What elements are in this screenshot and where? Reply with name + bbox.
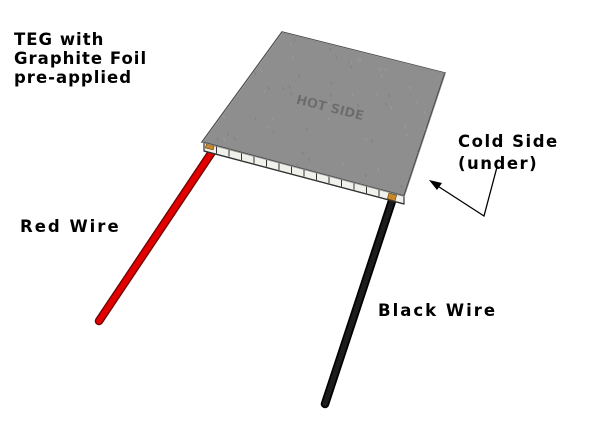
title-line-2: Graphite Foil bbox=[14, 49, 148, 68]
foil-speck bbox=[291, 55, 294, 60]
foil-speck bbox=[296, 162, 299, 167]
red-wire bbox=[94, 141, 221, 326]
foil-speck bbox=[301, 151, 304, 155]
foil-speck bbox=[409, 86, 412, 90]
foil-speck bbox=[267, 125, 270, 129]
foil-speck bbox=[376, 167, 380, 172]
cold-side-line-1: Cold Side bbox=[458, 132, 559, 151]
foil-speck bbox=[390, 105, 393, 110]
foil-speck bbox=[216, 137, 219, 142]
foil-speck bbox=[416, 150, 419, 154]
black-wire bbox=[320, 196, 397, 409]
foil-speck bbox=[233, 137, 236, 141]
foil-speck bbox=[329, 47, 332, 51]
foil-speck bbox=[254, 117, 257, 121]
foil-speck bbox=[335, 103, 339, 107]
foil-speck bbox=[400, 185, 403, 189]
foil-speck bbox=[329, 93, 332, 97]
foil-speck bbox=[378, 67, 381, 71]
foil-speck bbox=[223, 137, 226, 142]
foil-speck bbox=[380, 74, 383, 79]
foil-speck bbox=[260, 68, 263, 72]
foil-speck bbox=[365, 137, 368, 141]
foil-texture bbox=[216, 37, 426, 189]
title-line-3: pre-applied bbox=[14, 68, 133, 87]
foil-speck bbox=[350, 65, 353, 69]
foil-speck bbox=[308, 157, 311, 162]
foil-speck bbox=[293, 37, 296, 41]
foil-speck bbox=[423, 110, 426, 115]
arrowhead-icon bbox=[429, 180, 442, 190]
foil-speck bbox=[330, 81, 333, 85]
cold-side-arrow bbox=[429, 166, 498, 218]
graphite-foil-hot-side: HOT SIDE bbox=[200, 31, 446, 197]
foil-speck bbox=[405, 133, 408, 137]
foil-speck bbox=[289, 42, 293, 47]
foil-speck bbox=[254, 71, 257, 76]
cold-side-line-2: (under) bbox=[458, 154, 539, 173]
foil-speck bbox=[415, 100, 418, 105]
foil-speck bbox=[364, 174, 368, 178]
foil-speck bbox=[267, 86, 271, 90]
foil-speck bbox=[288, 85, 291, 89]
foil-speck bbox=[327, 117, 330, 121]
foil-speck bbox=[282, 86, 285, 91]
title-label: TEG with Graphite Foil pre-applied bbox=[14, 30, 147, 87]
foil-speck bbox=[376, 92, 379, 97]
foil-speck bbox=[351, 92, 354, 97]
foil-speck bbox=[423, 126, 426, 131]
foil-speck bbox=[272, 129, 275, 134]
foil-speck bbox=[384, 102, 387, 106]
teg-pellets bbox=[216, 146, 392, 200]
foil-speck bbox=[226, 132, 230, 136]
foil-speck bbox=[305, 127, 308, 131]
foil-speck bbox=[370, 139, 374, 143]
foil-speck bbox=[347, 60, 351, 64]
foil-speck bbox=[357, 103, 360, 108]
foil-speck bbox=[317, 106, 320, 110]
foil-speck bbox=[335, 55, 338, 59]
foil-speck bbox=[290, 92, 293, 96]
black-wire-label: Black Wire bbox=[378, 301, 498, 320]
foil-speck bbox=[327, 101, 330, 105]
foil-speck bbox=[384, 67, 387, 72]
foil-speck bbox=[344, 111, 347, 116]
foil-speck bbox=[359, 58, 362, 62]
foil-speck bbox=[272, 117, 275, 121]
foil-speck bbox=[357, 59, 360, 63]
foil-speck bbox=[298, 74, 301, 79]
foil-speck bbox=[404, 125, 407, 129]
foil-speck bbox=[388, 93, 391, 98]
foil-speck bbox=[263, 89, 266, 93]
foil-speck bbox=[342, 162, 345, 166]
foil-speck bbox=[349, 60, 352, 65]
foil-speck bbox=[222, 115, 225, 119]
title-line-1: TEG with bbox=[14, 30, 105, 49]
red-wire-label: Red Wire bbox=[20, 217, 121, 236]
cold-side-label: Cold Side (under) bbox=[458, 131, 559, 175]
